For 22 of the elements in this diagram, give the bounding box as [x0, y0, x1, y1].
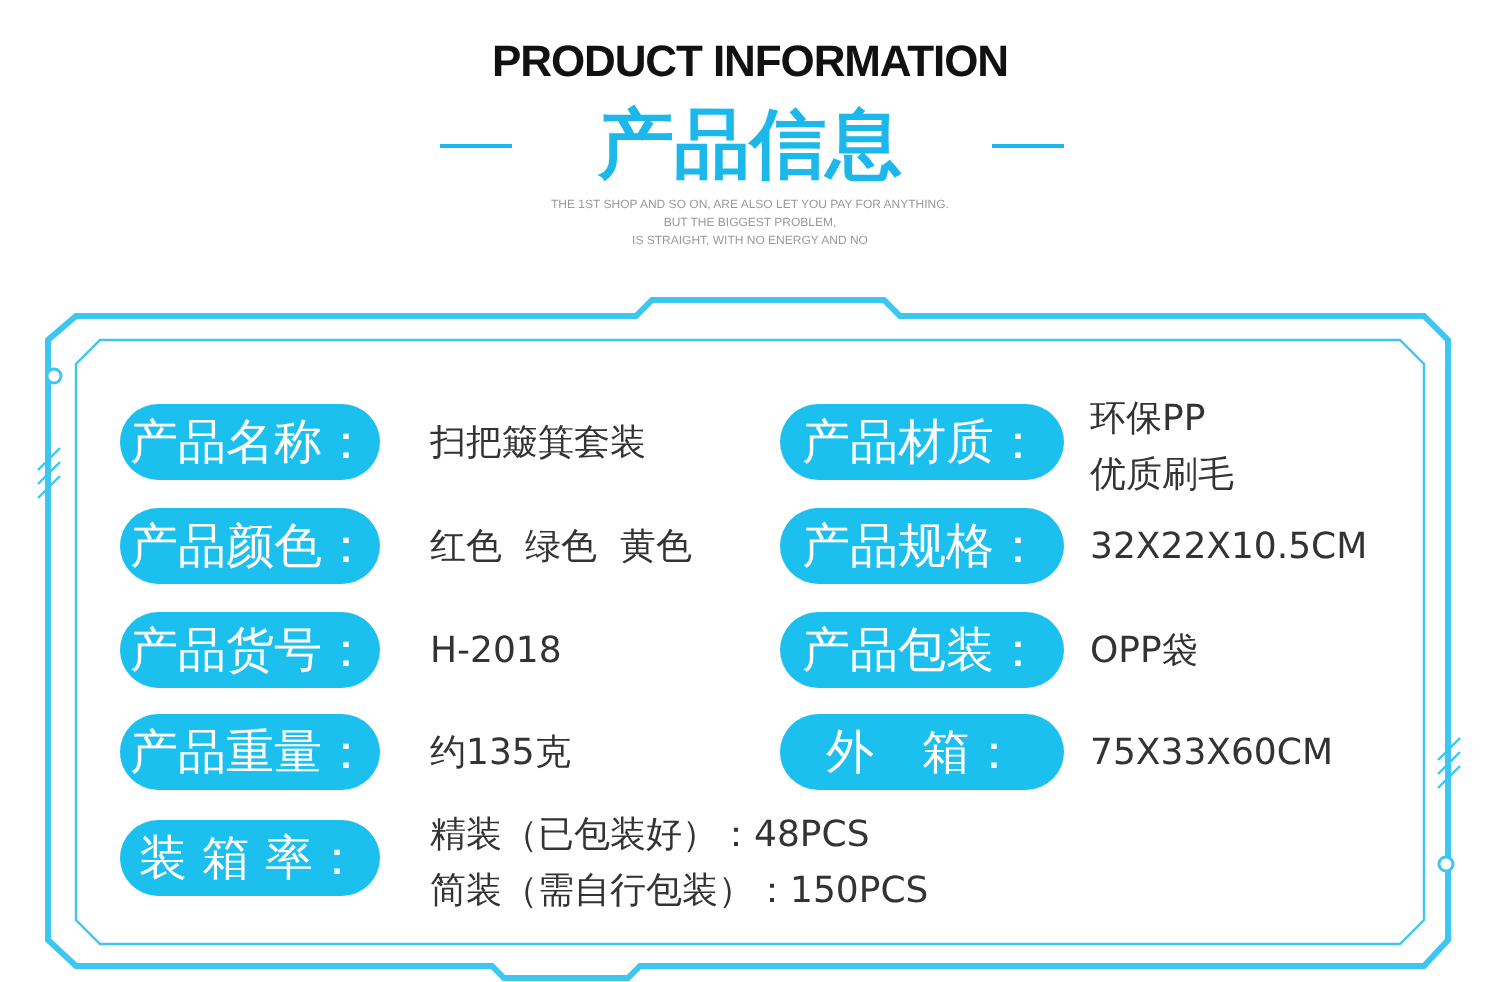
- heading: PRODUCT INFORMATION: [491, 34, 1008, 90]
- label-pill: 产品包装：: [780, 612, 1064, 688]
- value-text: H-2018: [430, 628, 562, 676]
- label-pill: 产品名称：: [120, 404, 380, 480]
- value-text: 红色 绿色 黄色: [430, 524, 692, 572]
- value-text: 扫把簸箕套装: [430, 420, 646, 468]
- value-text: 优质刷毛: [1090, 452, 1234, 500]
- value-text: 精装（已包装好）：48PCS: [430, 812, 872, 860]
- label-pill: 产品货号：: [120, 612, 380, 688]
- label-pill: 产品重量：: [120, 714, 380, 790]
- chinese-heading: 产品信息: [598, 98, 902, 192]
- value-text: OPP袋: [1090, 628, 1198, 676]
- value-text: 环保PP: [1090, 396, 1208, 444]
- value-text: 75X33X60CM: [1090, 730, 1333, 778]
- value-text: 约135克: [430, 730, 571, 778]
- value-text: 简装（需自行包装）：150PCS: [430, 868, 929, 916]
- label-pill: 装 箱 率：: [120, 820, 380, 896]
- value-text: 32X22X10.5CM: [1090, 524, 1368, 572]
- label-pill: 外 箱：: [780, 714, 1064, 790]
- label-pill: 产品规格：: [780, 508, 1064, 584]
- label-pill: 产品颜色：: [120, 508, 380, 584]
- label-pill: 产品材质：: [780, 404, 1064, 480]
